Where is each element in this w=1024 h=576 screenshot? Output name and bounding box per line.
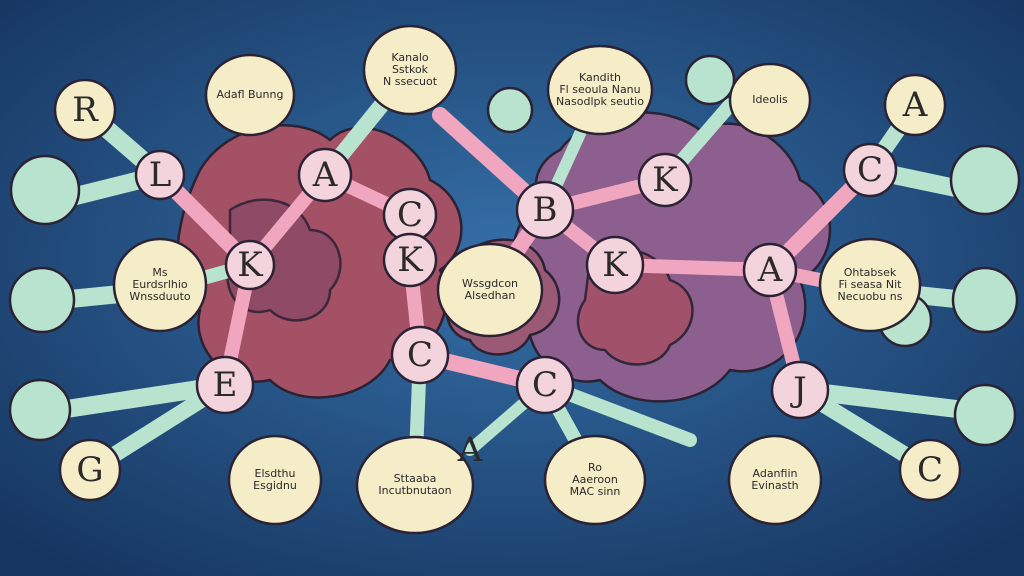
mint-sphere: [8, 266, 76, 334]
mint-sphere: [949, 144, 1021, 216]
text-node-bubble: [112, 237, 208, 333]
letter-node-circle: [742, 242, 798, 298]
mint-sphere: [951, 266, 1019, 334]
letter-node-circle: [585, 235, 645, 295]
letter-node-circle: [770, 360, 830, 420]
mint-sphere: [486, 86, 534, 134]
letter-node-circle: [898, 438, 962, 502]
text-node-bubble: [728, 62, 812, 138]
letter-node-circle: [842, 142, 898, 198]
letter-node-circle: [515, 180, 575, 240]
letter-node-circle: [883, 73, 947, 137]
text-node-bubble: [227, 434, 323, 526]
text-node-bubble: [543, 434, 647, 526]
mint-sphere-group: [8, 54, 1021, 447]
letter-node-circle: [515, 355, 575, 415]
text-node-bubble: [818, 237, 922, 333]
text-node-bubble: [436, 242, 544, 338]
mint-sphere: [953, 383, 1017, 447]
letter-node-circle: [637, 152, 693, 208]
text-node-bubble: [204, 53, 296, 137]
letter-node-circle: [58, 438, 122, 502]
letter-node-circle: [224, 239, 276, 291]
letter-node-circle: [53, 78, 117, 142]
letter-node-circle: [390, 325, 450, 385]
letter-node-circle: [382, 232, 438, 288]
mint-sphere: [8, 378, 72, 442]
text-node-bubble: [362, 24, 458, 116]
letter-node-circle: [297, 147, 353, 203]
mint-sphere: [684, 54, 736, 106]
mint-sphere: [9, 154, 81, 226]
letter-node-circle: [134, 149, 186, 201]
text-node-bubble: [355, 435, 475, 535]
node-layer: [53, 24, 962, 535]
letter-node-circle: [195, 355, 255, 415]
text-node-bubble: [727, 434, 823, 526]
text-node-bubble: [546, 44, 654, 136]
